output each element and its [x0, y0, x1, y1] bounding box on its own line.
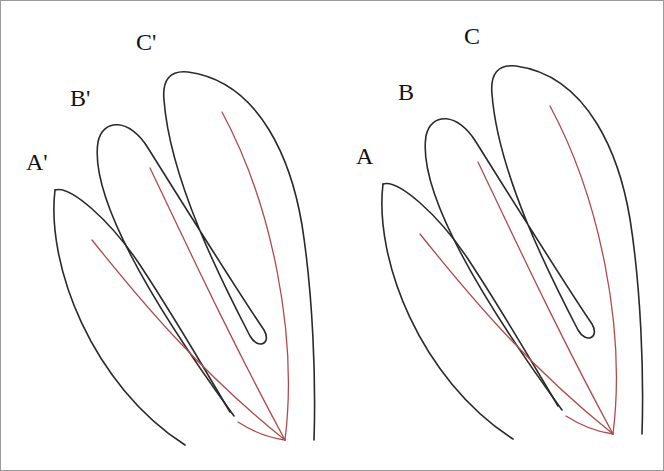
leaf-group: [54, 72, 315, 445]
part-label: C: [464, 24, 480, 48]
part-label: A': [26, 150, 48, 174]
leaf-group: [382, 66, 643, 439]
part-label: B: [398, 80, 414, 104]
part-label: C': [136, 30, 156, 54]
part-label: B': [70, 86, 90, 110]
part-label: A: [356, 144, 373, 168]
